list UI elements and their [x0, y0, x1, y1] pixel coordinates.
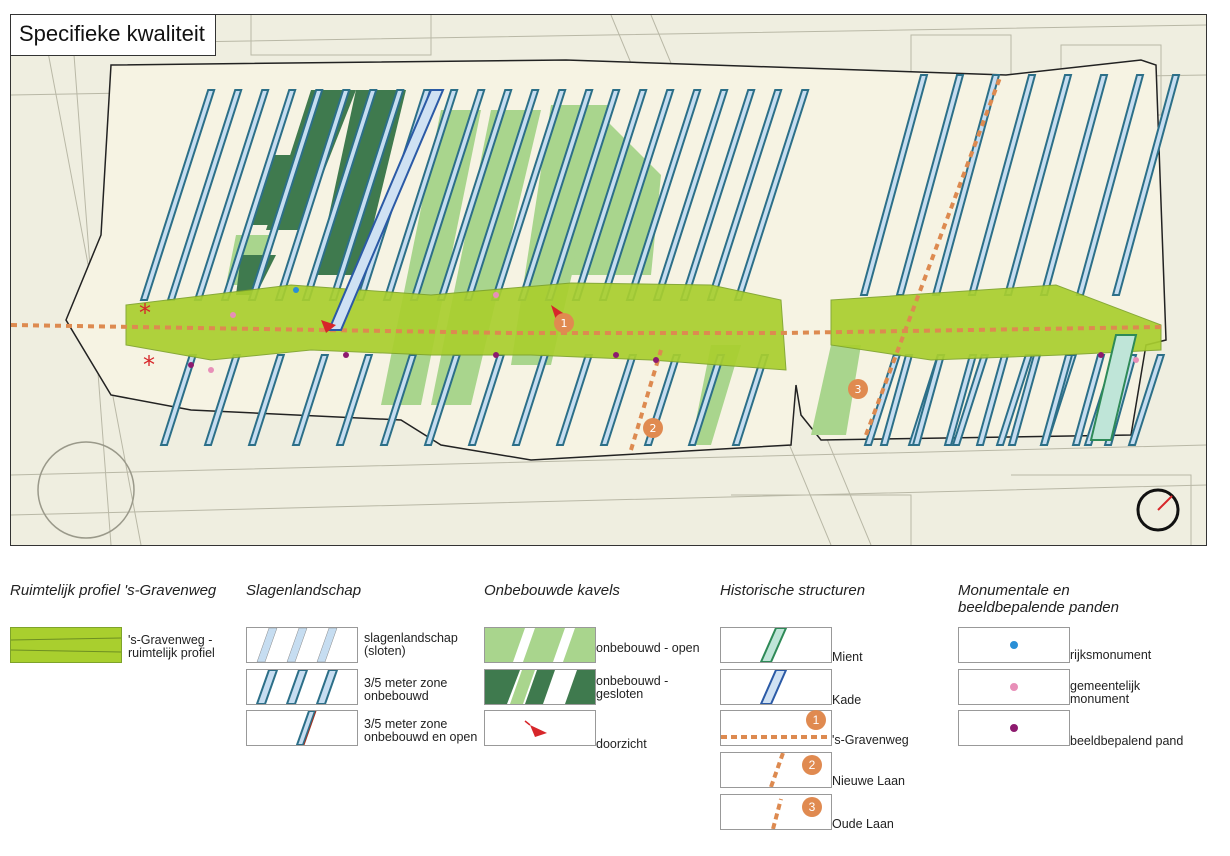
roundabout: [37, 441, 135, 539]
label-rijksmonument: rijksmonument: [1070, 648, 1152, 662]
legend-slagen: Slagenlandschap slagenlandschap (sloten)…: [246, 582, 486, 746]
swatch-doorzicht: [484, 710, 596, 746]
swatch-mient: [720, 627, 832, 663]
swatch-open: [484, 627, 596, 663]
legend-kavels: Onbebouwde kavels onbebouwd - open onbeb…: [484, 582, 724, 751]
marker-3-circle: [848, 379, 868, 399]
swatch-zone-open: [246, 710, 358, 746]
monument-dot: [1098, 352, 1104, 358]
swatch-zone-onbebouwd: [246, 669, 358, 705]
legend-historisch-heading: Historische structuren: [720, 582, 866, 599]
monument-dot: [230, 312, 236, 318]
monument-dot: [208, 367, 214, 373]
legend-monumenten-heading: Monumentale en beeldbepalende panden: [958, 582, 1119, 616]
swatch-rijksmonument: [958, 627, 1070, 663]
label-sloten: slagenlandschap (sloten): [364, 631, 458, 658]
route-oude-laan: [864, 74, 1003, 436]
ditch-strip: [335, 354, 374, 446]
legend-monumenten: Monumentale en beeldbepalende panden rij…: [958, 582, 1198, 748]
label-nieuwe-laan: Nieuwe Laan: [832, 774, 905, 788]
monument-dot: [613, 352, 619, 358]
ditch-strip: [1127, 354, 1166, 446]
legend-historisch: Historische structuren Mient Kade 1 's-G…: [720, 582, 960, 831]
marker-3-label: 3: [855, 383, 862, 396]
asterisk-marker: *: [143, 351, 155, 379]
map-title: Specifieke kwaliteit: [11, 15, 216, 56]
swatch-sloten: [246, 627, 358, 663]
label-zone-onbebouwd: 3/5 meter zone onbebouwd: [364, 676, 448, 703]
marker-2-circle: [643, 418, 663, 438]
label-zone-open: 3/5 meter zone onbebouwd en open: [364, 717, 478, 744]
monument-dot: [1133, 357, 1139, 363]
monument-dots: [188, 287, 1139, 373]
label-s-gravenweg: 's-Gravenweg: [832, 733, 909, 747]
label-gemeentelijk: gemeentelijk monument: [1070, 679, 1141, 706]
marker-3: 3: [848, 379, 868, 399]
swatch-beeldbepalend: [958, 710, 1070, 746]
legend-kavels-heading: Onbebouwde kavels: [484, 582, 620, 599]
north-arrow-icon: [1136, 488, 1180, 532]
asterisk-marker: *: [139, 299, 151, 327]
doorzicht-icon: [321, 320, 336, 333]
marker-2: 2: [643, 418, 663, 438]
legend-slagen-heading: Slagenlandschap: [246, 582, 362, 599]
label-beeldbepalend: beeldbepalend pand: [1070, 734, 1184, 748]
ditch-strip: [1039, 354, 1074, 446]
label-kade: Kade: [832, 693, 862, 707]
swatch-kade: [720, 669, 832, 705]
number-badge-2: 2: [802, 755, 822, 775]
swatch-gesloten: [484, 669, 596, 705]
monument-dot: [493, 352, 499, 358]
label-profiel: 's-Gravenweg - ruimtelijk profiel: [128, 633, 215, 660]
number-badge-1: 1: [806, 710, 826, 730]
map-canvas: * * 1 2 3: [11, 15, 1206, 545]
marker-1: 1: [554, 313, 574, 333]
ditch-strip: [139, 89, 216, 301]
number-badge-3: 3: [802, 797, 822, 817]
monument-dot: [293, 287, 299, 293]
ditch-strip: [247, 354, 286, 446]
ditch-strip: [1111, 74, 1181, 296]
label-gesloten: onbebouwd - gesloten: [596, 674, 669, 701]
ditch-strip: [859, 74, 929, 296]
map-panel: * * 1 2 3 Specifieke kwaliteit: [10, 14, 1207, 546]
monument-dot: [188, 362, 194, 368]
monument-dot: [493, 292, 499, 298]
ditch-strip: [379, 354, 418, 446]
route-s-gravenweg: [11, 323, 1162, 335]
legend-profiel-heading: Ruimtelijk profiel 's-Gravenweg: [10, 582, 217, 599]
label-oude-laan: Oude Laan: [832, 817, 894, 831]
marker-2-label: 2: [650, 422, 657, 435]
marker-1-label: 1: [561, 317, 568, 330]
monument-dot: [343, 352, 349, 358]
swatch-profiel: [10, 627, 122, 663]
swatch-gemeentelijk: [958, 669, 1070, 705]
open-lot: [811, 345, 861, 435]
legend-profiel: Ruimtelijk profiel 's-Gravenweg 's-Grave…: [10, 582, 250, 663]
label-doorzicht: doorzicht: [596, 737, 647, 751]
monument-dot: [653, 357, 659, 363]
ditch-strip: [291, 354, 330, 446]
label-mient: Mient: [832, 650, 863, 664]
mient: [1089, 334, 1138, 441]
marker-1-circle: [554, 313, 574, 333]
label-open: onbebouwd - open: [596, 641, 700, 655]
kade: [327, 89, 445, 331]
ditch-strips: [139, 74, 1181, 446]
